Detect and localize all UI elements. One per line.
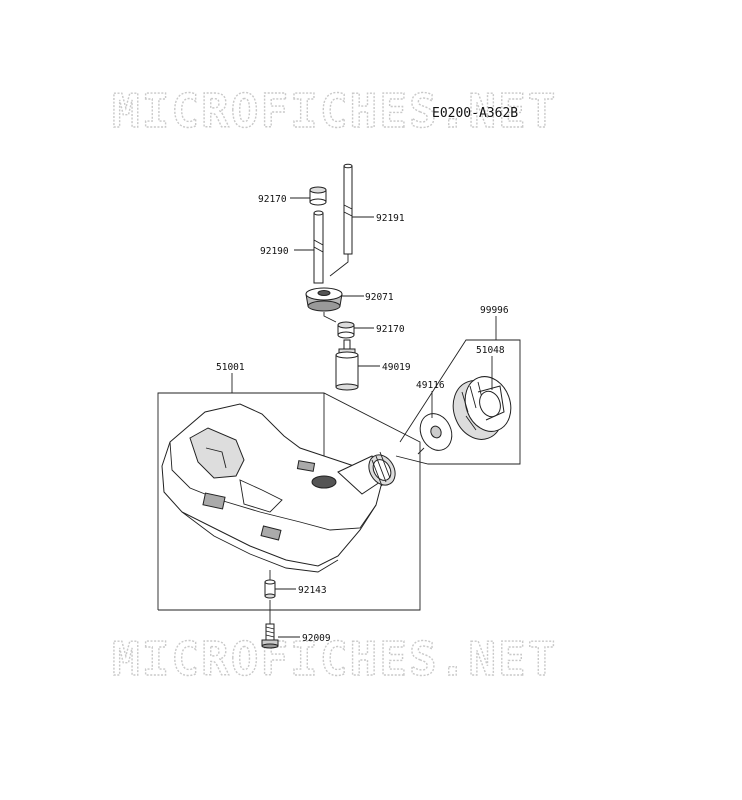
watermark-bottom: MICROFICHES.NET bbox=[112, 632, 557, 686]
part-92009-bolt bbox=[261, 623, 279, 649]
part-92190-tube bbox=[313, 210, 324, 284]
callout-92071: 92071 bbox=[365, 292, 394, 303]
part-49019-fuel-filter bbox=[335, 339, 359, 391]
part-92170-top-clip bbox=[309, 186, 327, 206]
watermark-top: MICROFICHES.NET bbox=[112, 84, 557, 138]
diagram-code: E0200-A362B bbox=[432, 106, 518, 121]
part-92191-tube bbox=[329, 163, 353, 277]
part-92071-grommet bbox=[305, 287, 343, 312]
callout-51048: 51048 bbox=[476, 345, 505, 356]
callout-92170-top: 92170 bbox=[258, 194, 287, 205]
callout-99996: 99996 bbox=[480, 305, 509, 316]
part-49116-filter bbox=[417, 413, 453, 455]
part-92143-collar bbox=[264, 579, 276, 599]
callout-92170-mid: 92170 bbox=[376, 324, 405, 335]
part-51001-fuel-tank bbox=[161, 403, 396, 573]
callout-92190: 92190 bbox=[260, 246, 289, 257]
callout-92191: 92191 bbox=[376, 213, 405, 224]
callout-51001: 51001 bbox=[216, 362, 245, 373]
part-92170-mid-clip bbox=[337, 321, 355, 339]
part-51048-tank-cap bbox=[452, 376, 512, 440]
callout-92143: 92143 bbox=[298, 585, 327, 596]
callout-49019: 49019 bbox=[382, 362, 411, 373]
callout-92009: 92009 bbox=[302, 633, 331, 644]
callout-49116: 49116 bbox=[416, 380, 445, 391]
